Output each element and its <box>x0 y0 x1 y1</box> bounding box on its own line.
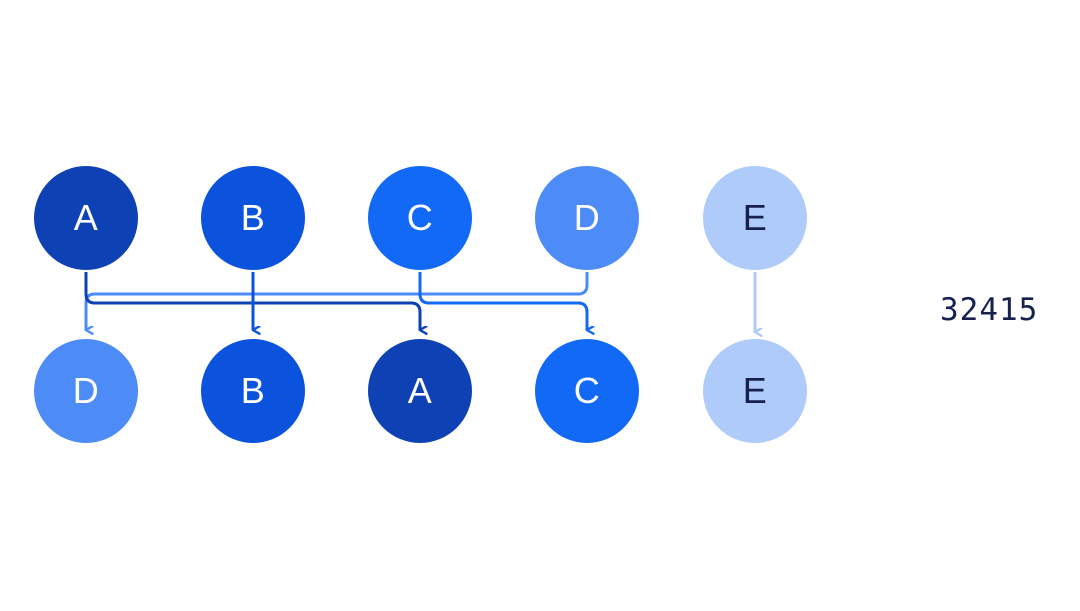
source-node-b-label: B <box>240 197 266 238</box>
target-node-2-label: B <box>240 370 266 411</box>
source-node-e[interactable]: E <box>703 166 807 270</box>
target-node-1[interactable]: D <box>34 339 138 443</box>
source-node-a[interactable]: A <box>34 166 138 270</box>
target-node-2[interactable]: B <box>201 339 305 443</box>
source-node-d[interactable]: D <box>535 166 639 270</box>
target-node-3[interactable]: A <box>368 339 472 443</box>
target-node-4-label: C <box>573 370 601 411</box>
edge-d-to-slot1 <box>84 272 589 330</box>
source-node-c-label: C <box>406 197 434 238</box>
source-node-d-label: D <box>573 197 601 238</box>
target-node-1-label: D <box>72 370 100 411</box>
permutation-code: 32415 <box>940 292 1039 328</box>
source-node-c[interactable]: C <box>368 166 472 270</box>
source-node-e-label: E <box>742 197 768 238</box>
target-node-5[interactable]: E <box>703 339 807 443</box>
target-node-5-label: E <box>742 370 768 411</box>
target-node-4[interactable]: C <box>535 339 639 443</box>
edge-a-to-slot3 <box>84 272 420 330</box>
source-node-a-label: A <box>73 197 99 238</box>
edge-c-to-slot4 <box>418 272 587 330</box>
target-node-3-label: A <box>407 370 433 411</box>
source-node-b[interactable]: B <box>201 166 305 270</box>
